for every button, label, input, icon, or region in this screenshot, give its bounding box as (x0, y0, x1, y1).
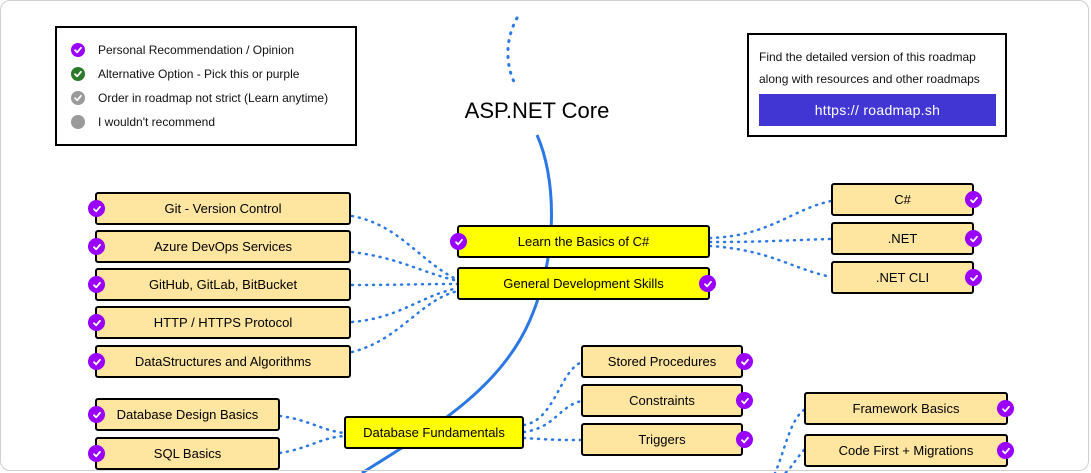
info-line-1: Find the detailed version of this roadma… (759, 50, 976, 64)
legend-label: Order in roadmap not strict (Learn anyti… (98, 91, 329, 105)
legend-item-not-recommend: I wouldn't recommend (71, 115, 215, 129)
node-learn-basics-csharp[interactable]: Learn the Basics of C# (457, 225, 710, 258)
node-label: General Development Skills (503, 276, 664, 291)
node-label: Triggers (638, 432, 686, 447)
node-git[interactable]: Git - Version Control (95, 192, 351, 225)
node-label: Framework Basics (852, 401, 960, 416)
node-github-gitlab-bitbucket[interactable]: GitHub, GitLab, BitBucket (95, 268, 351, 301)
purple-check-icon (736, 431, 753, 448)
node-framework-basics[interactable]: Framework Basics (804, 392, 1008, 425)
legend-item-recommendation: Personal Recommendation / Opinion (71, 43, 294, 57)
purple-check-icon (965, 230, 982, 247)
legend-item-alternative: Alternative Option - Pick this or purple (71, 67, 299, 81)
node-database-design[interactable]: Database Design Basics (95, 398, 280, 431)
node-label: Azure DevOps Services (154, 239, 292, 254)
node-database-fundamentals[interactable]: Database Fundamentals (344, 416, 524, 449)
purple-check-icon (88, 200, 105, 217)
legend-panel: Personal Recommendation / Opinion Altern… (55, 26, 357, 146)
database-connectors (278, 360, 806, 473)
node-label: DataStructures and Algorithms (134, 354, 312, 369)
purple-check-icon (71, 43, 85, 57)
purple-check-icon (88, 445, 105, 462)
page-title: ASP.NET Core (464, 98, 610, 123)
node-http-protocol[interactable]: HTTP / HTTPS Protocol (95, 306, 351, 339)
purple-check-icon (736, 392, 753, 409)
purple-check-icon (997, 442, 1014, 459)
node-general-development-skills[interactable]: General Development Skills (457, 267, 710, 300)
legend-item-order-not-strict: Order in roadmap not strict (Learn anyti… (71, 91, 328, 105)
left-connectors (350, 214, 460, 354)
purple-check-icon (88, 314, 105, 331)
node-label: Constraints (629, 393, 695, 408)
purple-check-icon (997, 400, 1014, 417)
node-label: .NET CLI (875, 270, 930, 285)
node-triggers[interactable]: Triggers (581, 423, 743, 456)
node-label: Database Design Basics (116, 407, 259, 422)
gray-circle-icon (71, 115, 85, 129)
spine-dotted (506, 16, 519, 88)
node-datastructures-algorithms[interactable]: DataStructures and Algorithms (95, 345, 351, 378)
gray-check-icon (71, 91, 85, 105)
node-label: Learn the Basics of C# (517, 234, 650, 249)
legend-label: Personal Recommendation / Opinion (98, 43, 295, 57)
right-connectors (708, 199, 833, 279)
node-dotnet[interactable]: .NET (831, 222, 974, 255)
node-label: Code First + Migrations (838, 443, 974, 458)
node-sql-basics[interactable]: SQL Basics (95, 437, 280, 470)
info-panel: Find the detailed version of this roadma… (747, 33, 1007, 137)
node-label: HTTP / HTTPS Protocol (153, 315, 293, 330)
purple-check-icon (699, 275, 716, 292)
node-constraints[interactable]: Constraints (581, 384, 743, 417)
purple-check-icon (88, 238, 105, 255)
purple-check-icon (88, 406, 105, 423)
node-label: Database Fundamentals (363, 425, 505, 440)
node-label: SQL Basics (153, 446, 222, 461)
node-label: Git - Version Control (164, 201, 282, 216)
node-label: .NET (887, 231, 918, 246)
node-label: GitHub, GitLab, BitBucket (148, 277, 298, 292)
node-azure-devops[interactable]: Azure DevOps Services (95, 230, 351, 263)
purple-check-icon (965, 191, 982, 208)
purple-check-icon (450, 233, 467, 250)
node-dotnet-cli[interactable]: .NET CLI (831, 261, 974, 294)
roadmap-link-button[interactable]: https:// roadmap.sh (759, 94, 996, 126)
legend-label: I wouldn't recommend (98, 115, 216, 129)
green-check-icon (71, 67, 85, 81)
legend-label: Alternative Option - Pick this or purple (98, 67, 300, 81)
node-csharp[interactable]: C# (831, 183, 974, 216)
node-label: C# (894, 192, 911, 207)
node-stored-procedures[interactable]: Stored Procedures (581, 345, 743, 378)
info-line-2: along with resources and other roadmaps (759, 72, 980, 86)
purple-check-icon (88, 353, 105, 370)
node-label: Stored Procedures (607, 354, 717, 369)
purple-check-icon (736, 353, 753, 370)
purple-check-icon (965, 269, 982, 286)
purple-check-icon (88, 276, 105, 293)
node-code-first-migrations[interactable]: Code First + Migrations (804, 434, 1008, 467)
